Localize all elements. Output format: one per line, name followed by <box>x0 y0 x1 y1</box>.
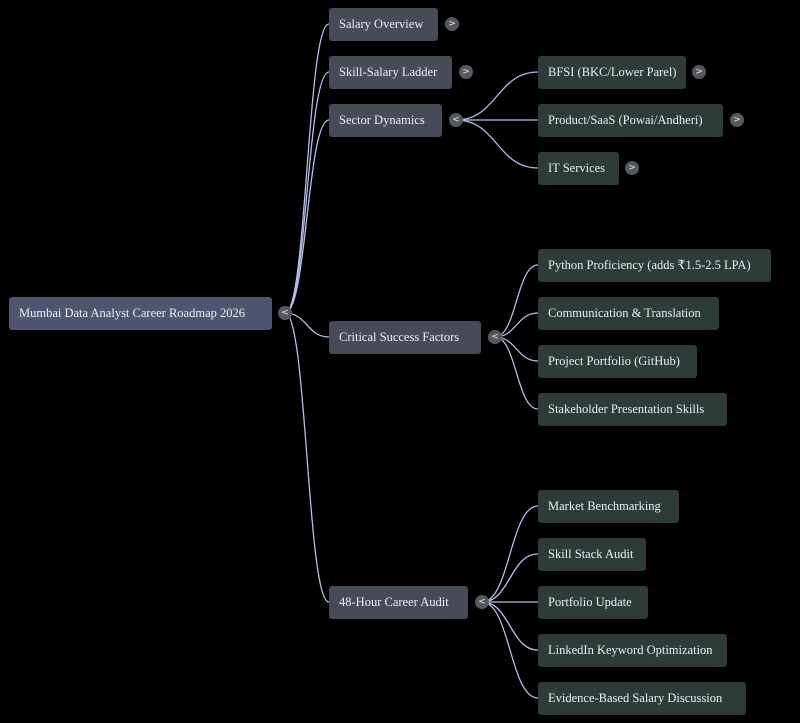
salary-discussion-node[interactable]: Evidence-Based Salary Discussion <box>538 682 746 715</box>
stakeholder-presentation-node[interactable]: Stakeholder Presentation Skills <box>538 393 727 426</box>
salary-overview-expand-toggle[interactable]: > <box>445 17 459 31</box>
connector-15 <box>481 601 539 651</box>
market-benchmarking-node[interactable]: Market Benchmarking <box>538 490 679 523</box>
root-node[interactable]: Mumbai Data Analyst Career Roadmap 2026 <box>9 297 272 330</box>
connector-0 <box>284 23 330 314</box>
connector-11 <box>494 336 539 410</box>
career-audit-node[interactable]: 48-Hour Career Audit <box>329 586 468 619</box>
connector-4 <box>284 312 330 603</box>
skill-stack-audit-node[interactable]: Skill Stack Audit <box>538 538 646 571</box>
critical-success-factors-node[interactable]: Critical Success Factors <box>329 321 481 354</box>
product-saas-expand-toggle[interactable]: > <box>730 113 744 127</box>
communication-translation-node[interactable]: Communication & Translation <box>538 297 719 330</box>
product-saas-node[interactable]: Product/SaaS (Powai/Andheri) <box>538 104 723 137</box>
sector-dynamics-collapse-toggle[interactable]: < <box>449 113 463 127</box>
python-proficiency-node[interactable]: Python Proficiency (adds ₹1.5-2.5 LPA) <box>538 249 771 282</box>
skill-salary-ladder-expand-toggle[interactable]: > <box>459 65 473 79</box>
portfolio-update-node[interactable]: Portfolio Update <box>538 586 648 619</box>
salary-overview-node[interactable]: Salary Overview <box>329 8 438 41</box>
bfsi-node[interactable]: BFSI (BKC/Lower Parel) <box>538 56 686 89</box>
project-portfolio-node[interactable]: Project Portfolio (GitHub) <box>538 345 697 378</box>
sector-dynamics-node[interactable]: Sector Dynamics <box>329 104 442 137</box>
linkedin-optimization-node[interactable]: LinkedIn Keyword Optimization <box>538 634 727 667</box>
connector-13 <box>481 553 539 603</box>
it-services-node[interactable]: IT Services <box>538 152 619 185</box>
connector-12 <box>481 505 539 603</box>
career-audit-collapse-toggle[interactable]: < <box>475 595 489 609</box>
critical-success-factors-collapse-toggle[interactable]: < <box>488 330 502 344</box>
connector-1 <box>284 71 330 314</box>
connector-16 <box>481 601 539 699</box>
connector-2 <box>284 119 330 314</box>
connector-5 <box>455 71 539 121</box>
connector-10 <box>494 336 539 362</box>
it-services-expand-toggle[interactable]: > <box>625 161 639 175</box>
connector-8 <box>494 264 539 338</box>
connector-7 <box>455 119 539 169</box>
bfsi-expand-toggle[interactable]: > <box>692 65 706 79</box>
skill-salary-ladder-node[interactable]: Skill-Salary Ladder <box>329 56 452 89</box>
root-collapse-toggle[interactable]: < <box>278 306 292 320</box>
